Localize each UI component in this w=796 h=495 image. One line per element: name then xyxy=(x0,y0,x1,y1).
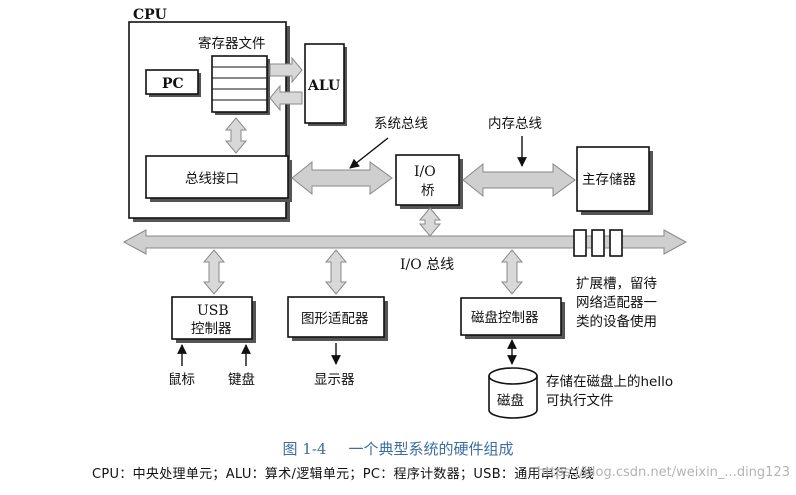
io-bus-disk-controller-arrow xyxy=(500,249,524,295)
disk-controller-box xyxy=(460,297,565,339)
expansion-text-line3: 类的设备使用 xyxy=(576,313,657,330)
pc-label: PC xyxy=(162,76,184,92)
io-bridge-label-io: I/O xyxy=(414,164,436,180)
display-label: 显示器 xyxy=(314,372,355,388)
system-bus-label: 系统总线 xyxy=(374,116,428,132)
regfile-to-alu-arrow xyxy=(269,56,303,84)
mouse-label: 鼠标 xyxy=(168,372,195,388)
usb-controller-box xyxy=(171,296,256,343)
expansion-text-line2: 网络适配器一 xyxy=(576,295,657,311)
cpu-title: CPU xyxy=(133,7,167,23)
system-bus-pointer xyxy=(349,137,389,169)
figure-title: 一个典型系统的硬件组成 xyxy=(348,440,514,458)
graphics-adapter-label: 图形适配器 xyxy=(301,311,369,327)
disk-controller-label: 磁盘控制器 xyxy=(471,309,539,326)
disk-label: 磁盘 xyxy=(497,392,524,409)
io-bus-label: I/O 总线 xyxy=(400,257,454,273)
memory-bus-arrow xyxy=(462,162,576,198)
main-memory-label: 主存储器 xyxy=(582,172,636,188)
expansion-slots xyxy=(573,229,623,257)
usb-controller-label: 控制器 xyxy=(191,321,232,337)
figure-number: 图 1-4 xyxy=(282,440,327,458)
main-memory-box xyxy=(576,146,653,215)
system-bus-arrow xyxy=(291,160,393,196)
io-bus-arrow xyxy=(122,229,688,255)
keyboard-label: 键盘 xyxy=(228,371,255,388)
usb-label: USB xyxy=(197,303,229,319)
abbreviation-legend: CPU：中央处理单元；ALU：算术/逻辑单元；PC：程序计数器；USB：通用串行… xyxy=(92,467,595,482)
memory-bus-label: 内存总线 xyxy=(488,116,542,132)
pc-register xyxy=(145,69,201,97)
register-file xyxy=(211,55,270,115)
alu-box xyxy=(304,43,347,126)
bus-interface-box xyxy=(145,155,292,202)
watermark: https://blog.csdn.net/weixin_...ding123 xyxy=(537,465,790,480)
bridge-io-bus-arrow xyxy=(418,207,442,237)
disk-note-line2: 可执行文件 xyxy=(546,393,614,409)
io-bridge-box xyxy=(395,154,463,209)
expansion-text-line1: 扩展槽，留待 xyxy=(576,276,657,292)
alu-label: ALU xyxy=(307,78,340,94)
io-bus-graphics-arrow xyxy=(324,249,348,295)
disk-note-line1: 存储在磁盘上的hello xyxy=(546,373,673,390)
io-bridge-label-bridge: 桥 xyxy=(421,183,435,199)
io-bus-usb-arrow xyxy=(202,249,226,295)
graphics-adapter-box xyxy=(287,296,388,341)
register-file-label: 寄存器文件 xyxy=(198,35,266,52)
alu-to-regfile-arrow xyxy=(269,84,303,112)
disk-cylinder xyxy=(488,367,538,419)
figure-caption: 图 1-4 一个典型系统的硬件组成 xyxy=(0,438,796,459)
regfile-bus-interface-arrow xyxy=(224,117,248,154)
bus-interface-label: 总线接口 xyxy=(185,170,239,187)
